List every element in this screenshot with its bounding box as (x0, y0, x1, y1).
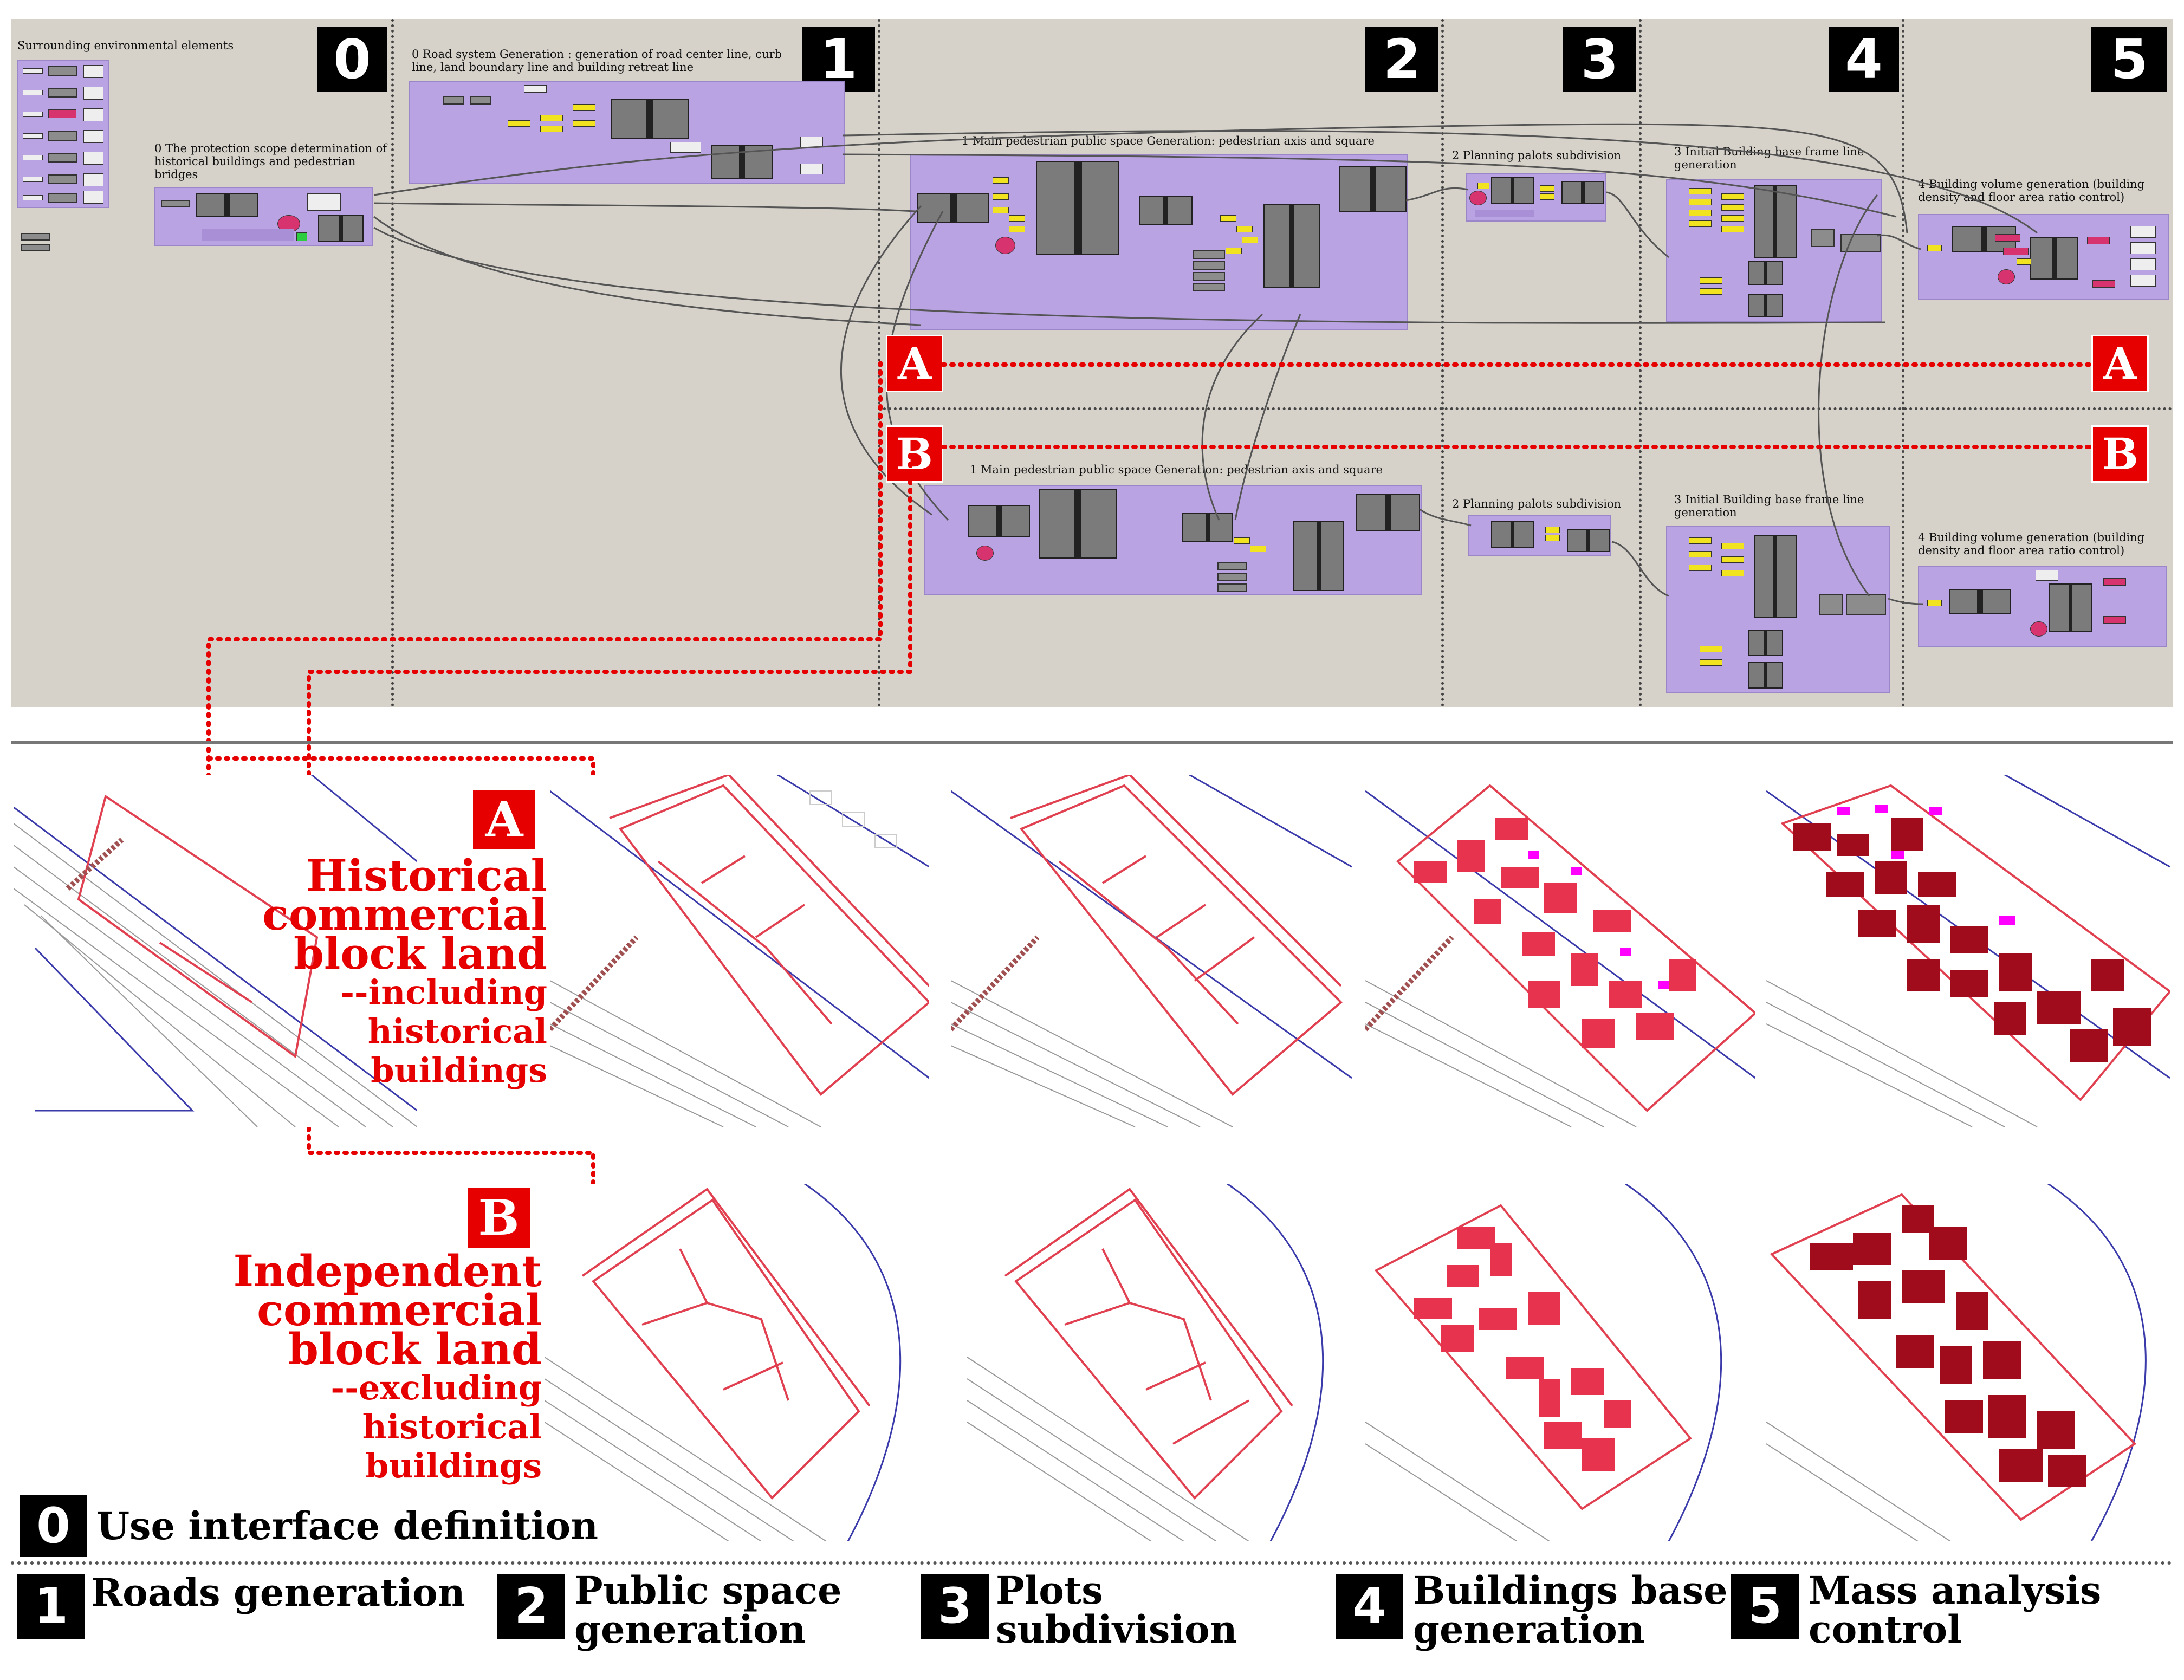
map-a-base (14, 775, 417, 1127)
marker-a-right: A (2091, 335, 2149, 392)
stage-divider (391, 19, 394, 707)
group-3-bot[interactable] (1666, 526, 1890, 693)
step-2-badge: 2 (1365, 27, 1438, 92)
legend-divider (11, 1561, 2173, 1565)
group-4-bot[interactable] (1918, 566, 2167, 647)
group-4-top[interactable] (1918, 214, 2169, 300)
group-0b-label: 0 Road system Generation : generation of… (412, 48, 782, 74)
group-2-top[interactable] (1466, 173, 1606, 222)
step-5-badge: 5 (2091, 27, 2167, 92)
map-a-buildings-base (1365, 775, 1755, 1127)
legend-5-badge: 5 (1731, 1574, 1799, 1639)
step-0-badge: 0 (317, 27, 387, 92)
marker-a-left: A (886, 335, 943, 392)
group-2-bot[interactable] (1468, 515, 1611, 556)
group-2-bot-label: 2 Planning palots subdivision (1452, 497, 1622, 510)
legend-0-badge: 0 (17, 1493, 89, 1559)
node-component[interactable] (21, 244, 50, 251)
legend-1-badge: 1 (17, 1574, 85, 1639)
node-component[interactable] (21, 233, 50, 241)
map-b-public-space (545, 1184, 924, 1541)
step-4-badge: 4 (1829, 27, 1899, 92)
map-b-buildings-base (1365, 1184, 1745, 1541)
surrounding-label: Surrounding environmental elements (17, 39, 234, 52)
stage-divider (1639, 19, 1642, 707)
group-4-top-label: 4 Building volume generation (building d… (1918, 178, 2145, 204)
marker-b-map: B (466, 1186, 532, 1249)
group-0b[interactable] (409, 81, 845, 184)
marker-a-map: A (471, 788, 537, 851)
case-a-text: Historical commercial block land --inclu… (262, 850, 547, 1090)
group-3-bot-label: 3 Initial Building base frame line gener… (1674, 493, 1864, 519)
map-a-plots (951, 775, 1352, 1127)
legend-1-label: Roads generation (91, 1570, 465, 1615)
group-1-top[interactable] (910, 154, 1408, 330)
case-b-text: Independent commercial block land --excl… (233, 1246, 542, 1486)
map-b-plots (967, 1184, 1346, 1541)
surrounding-group[interactable] (17, 60, 109, 208)
group-2-top-label: 2 Planning palots subdivision (1452, 149, 1622, 162)
step-3-badge: 3 (1563, 27, 1636, 92)
legend-3-badge: 3 (921, 1574, 989, 1639)
group-4-bot-label: 4 Building volume generation (building d… (1918, 531, 2145, 557)
map-a-public-space (550, 775, 929, 1127)
legend-2-badge: 2 (497, 1574, 565, 1639)
map-b-mass-analysis (1766, 1184, 2170, 1541)
stage-divider (1441, 19, 1444, 707)
legend-0-label: Use interface definition (96, 1503, 598, 1548)
group-1-bot[interactable] (924, 485, 1422, 595)
group-0a-label: 0 The protection scope determination of … (154, 142, 387, 181)
legend-4-badge: 4 (1336, 1574, 1403, 1639)
map-a-mass-analysis (1766, 775, 2170, 1127)
group-0a[interactable] (154, 187, 373, 246)
stage-divider (1902, 19, 1904, 707)
group-1-bot-label: 1 Main pedestrian public space Generatio… (970, 463, 1383, 476)
marker-b-right: B (2091, 425, 2149, 483)
row-divider (878, 407, 2173, 410)
section-divider (11, 741, 2173, 744)
marker-b-left: B (886, 425, 943, 483)
